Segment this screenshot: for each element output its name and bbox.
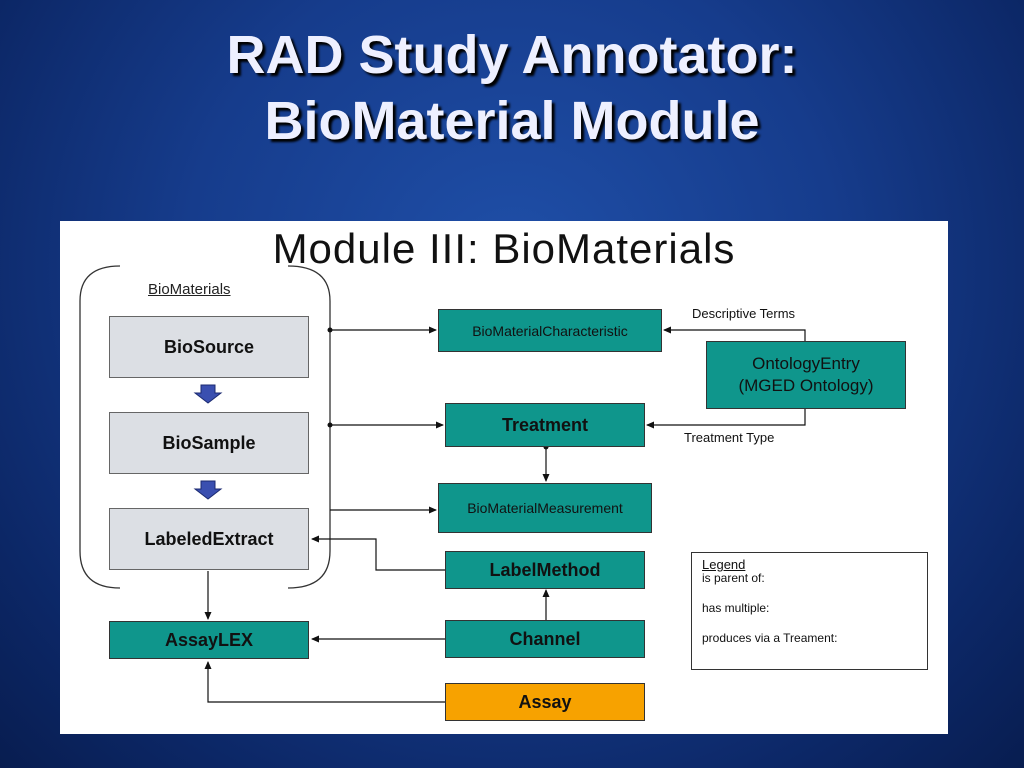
module-title: Module III: BioMaterials <box>272 225 736 272</box>
treatment-arrow-biosource-biosample <box>193 384 223 404</box>
legend-has-multiple: has multiple: <box>702 601 770 615</box>
treatment-node: Treatment <box>445 403 645 447</box>
legend-title: Legend <box>702 557 746 572</box>
link-ontology-treatment <box>646 409 806 429</box>
biomaterialmeasurement-node: BioMaterialMeasurement <box>438 483 652 533</box>
ontologyentry-line-2: (MGED Ontology) <box>738 376 874 395</box>
link-assay-assaylex <box>204 661 445 703</box>
ontologyentry-line-1: OntologyEntry <box>752 354 860 373</box>
legend-produces-via-treatment: produces via a Treament: <box>702 631 838 645</box>
biosource-node: BioSource <box>109 316 309 378</box>
assaylex-node: AssayLEX <box>109 621 309 659</box>
biomaterialcharacteristic-node: BioMaterialCharacteristic <box>438 309 662 352</box>
treatment-arrow-biosample-labeledextract <box>193 480 223 500</box>
legend-box: Legend is parent of: has multiple: produ… <box>691 552 928 670</box>
slide-title-line-2: BioMaterial Module <box>264 91 760 151</box>
descriptive-terms-label: Descriptive Terms <box>692 306 796 321</box>
ontologyentry-node: OntologyEntry (MGED Ontology) <box>706 341 906 409</box>
labelmethod-node: LabelMethod <box>445 551 645 589</box>
link-labelmethod-labeledextract <box>311 535 445 571</box>
treatment-type-label: Treatment Type <box>684 430 775 445</box>
biosample-node: BioSample <box>109 412 309 474</box>
biomaterials-group-label: BioMaterials <box>148 281 231 298</box>
diagram-panel: Module III: BioMaterials BioMaterials Bi… <box>60 221 948 734</box>
slide-title-line-1: RAD Study Annotator: <box>226 25 798 85</box>
channel-node: Channel <box>445 620 645 658</box>
link-ontology-characteristic <box>663 326 806 341</box>
legend-is-parent-of: is parent of: <box>702 571 765 585</box>
slide-title: RAD Study Annotator: BioMaterial Module <box>0 22 1024 154</box>
labeledextract-node: LabeledExtract <box>109 508 309 570</box>
assay-node: Assay <box>445 683 645 721</box>
